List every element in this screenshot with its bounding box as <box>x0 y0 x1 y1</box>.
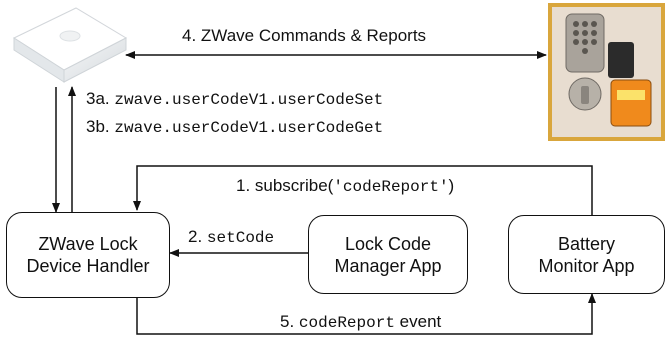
code-set-label: 3a. zwave.userCodeV1.userCodeSet <box>86 89 383 110</box>
subscribe-code: 'codeReport' <box>333 178 449 196</box>
code-get-code: zwave.userCodeV1.userCodeGet <box>114 119 384 137</box>
subscribe-edge <box>133 165 593 215</box>
set-code-number: 2. <box>188 227 203 246</box>
code-get-number: 3b. <box>86 117 110 136</box>
code-set-code: zwave.userCodeV1.userCodeSet <box>114 91 384 109</box>
zwave-hub-icon <box>12 7 128 83</box>
battery-monitor-app-box: Battery Monitor App <box>508 215 665 294</box>
lock-code-app-line2: Manager App <box>334 255 442 276</box>
code-get-label: 3b. zwave.userCodeV1.userCodeGet <box>86 117 383 138</box>
battery-app-line1: Battery <box>557 233 616 254</box>
keypad-door-lock-photo <box>548 3 665 141</box>
battery-app-line2: Monitor App <box>538 255 635 276</box>
zwave-lock-device-handler-box: ZWave Lock Device Handler <box>6 212 170 298</box>
set-code-label: 2. setCode <box>188 227 274 248</box>
set-code-code: setCode <box>206 229 275 247</box>
subscribe-prefix: 1. subscribe( <box>236 176 334 195</box>
code-report-number: 5. <box>280 312 295 331</box>
zwave-handler-line2: Device Handler <box>26 256 150 276</box>
code-report-code: codeReport <box>298 314 395 332</box>
code-report-suffix: event <box>399 312 442 331</box>
subscribe-label: 1. subscribe('codeReport') <box>236 176 454 197</box>
lock-code-manager-app-box: Lock Code Manager App <box>308 215 468 294</box>
subscribe-suffix: ) <box>448 176 455 195</box>
zwave-handler-line1: ZWave Lock <box>38 234 138 254</box>
code-report-label: 5. codeReport event <box>280 312 441 333</box>
code-set-number: 3a. <box>86 89 110 108</box>
commands-reports-label: 4. ZWave Commands & Reports <box>182 26 427 45</box>
lock-code-app-line1: Lock Code <box>344 233 432 254</box>
code-report-edge <box>136 293 596 335</box>
